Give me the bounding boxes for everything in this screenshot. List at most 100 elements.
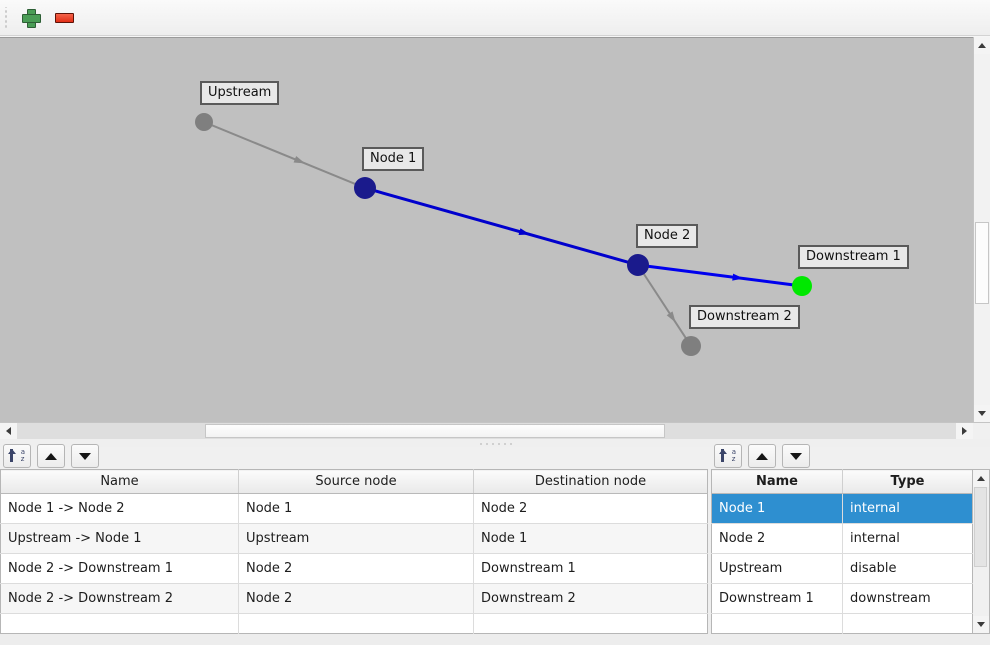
- graph-node-layer: [195, 113, 812, 356]
- edges-column-header-0[interactable]: Name: [0, 469, 239, 494]
- graph-node-downstream1[interactable]: [792, 276, 812, 296]
- edges-cell-name[interactable]: Upstream -> Node 1: [0, 523, 239, 554]
- canvas-horizontal-scrollbar[interactable]: [0, 422, 990, 439]
- graph-node-node2[interactable]: [627, 254, 649, 276]
- scroll-down-button[interactable]: [974, 405, 990, 422]
- graph-edge-node2-downstream1[interactable]: [647, 264, 794, 287]
- nodes-move-up-button[interactable]: [748, 444, 776, 468]
- scroll-up-button[interactable]: [974, 37, 990, 54]
- canvas-vertical-scrollbar[interactable]: [973, 37, 990, 422]
- nodes-empty-cell: [711, 613, 843, 634]
- nodes-cell-name[interactable]: Upstream: [711, 553, 843, 584]
- edges-column-header-1[interactable]: Source node: [238, 469, 474, 494]
- graph-edge-arrow-node1-node2: [518, 228, 531, 235]
- nodes-cell-type[interactable]: internal: [842, 493, 973, 524]
- splitter-grip: [478, 442, 512, 445]
- triangle-up-icon: [978, 43, 986, 48]
- scroll-right-button[interactable]: [956, 423, 973, 439]
- edges-cell-source-node[interactable]: Node 1: [238, 493, 474, 524]
- scroll-left-button[interactable]: [0, 423, 17, 439]
- edges-cell-source-node[interactable]: Node 2: [238, 583, 474, 614]
- nodes-move-down-button[interactable]: [782, 444, 810, 468]
- edges-cell-destination-node[interactable]: Node 1: [473, 523, 708, 554]
- pane-splitter[interactable]: [0, 439, 990, 447]
- graph-node-node1[interactable]: [354, 177, 376, 199]
- nodes-scroll-down-button[interactable]: [973, 616, 989, 633]
- nodes-cell-type[interactable]: disable: [842, 553, 973, 584]
- graph-node-label-node2[interactable]: Node 2: [636, 224, 699, 248]
- nodes-cell-name[interactable]: Node 2: [711, 523, 843, 554]
- edges-table-empty-row: [0, 613, 708, 634]
- edges-move-down-button[interactable]: [71, 444, 99, 468]
- edges-cell-name[interactable]: Node 2 -> Downstream 2: [0, 583, 239, 614]
- graph-edge-arrow-node2-downstream1: [732, 273, 744, 281]
- scrollbar-corner: [973, 423, 990, 439]
- nodes-table-vertical-scrollbar[interactable]: [973, 469, 990, 634]
- add-button[interactable]: [13, 3, 47, 33]
- graph-edge-arrow-node2-downstream2: [666, 311, 676, 323]
- triangle-up-icon: [45, 452, 57, 460]
- graph-node-label-node1[interactable]: Node 1: [362, 147, 425, 171]
- vertical-scroll-thumb[interactable]: [975, 222, 989, 304]
- remove-button[interactable]: [47, 3, 81, 33]
- graph-edge-node2-downstream2[interactable]: [642, 272, 687, 340]
- nodes-cell-name[interactable]: Downstream 1: [711, 583, 843, 614]
- triangle-down-icon: [977, 622, 985, 627]
- triangle-right-icon: [962, 427, 967, 435]
- edges-move-up-button[interactable]: [37, 444, 65, 468]
- edges-cell-name[interactable]: Node 1 -> Node 2: [0, 493, 239, 524]
- edges-cell-source-node[interactable]: Node 2: [238, 553, 474, 584]
- nodes-scroll-up-button[interactable]: [973, 470, 989, 487]
- main-toolbar: [0, 0, 990, 36]
- nodes-empty-cell: [843, 614, 973, 634]
- edges-empty-cell: [474, 614, 708, 634]
- edges-cell-source-node[interactable]: Upstream: [238, 523, 474, 554]
- nodes-column-header-0[interactable]: Name: [711, 469, 843, 494]
- horizontal-scroll-thumb[interactable]: [205, 424, 665, 438]
- graph-node-upstream[interactable]: [195, 113, 213, 131]
- edges-cell-destination-node[interactable]: Downstream 2: [473, 583, 708, 614]
- triangle-up-icon: [977, 476, 985, 481]
- nodes-column-header-1[interactable]: Type: [842, 469, 973, 494]
- graph-node-label-downstream1[interactable]: Downstream 1: [798, 245, 909, 269]
- nodes-cell-type[interactable]: internal: [842, 523, 973, 554]
- graph-node-label-upstream[interactable]: Upstream: [200, 81, 280, 105]
- toolbar-drag-grip[interactable]: [3, 6, 13, 29]
- triangle-left-icon: [6, 427, 11, 435]
- graph-edge-node1-node2[interactable]: [374, 189, 629, 264]
- graph-edge-upstream-node1[interactable]: [211, 124, 357, 186]
- nodes-cell-type[interactable]: downstream: [842, 583, 973, 614]
- edges-empty-cell: [238, 613, 474, 634]
- edges-cell-destination-node[interactable]: Downstream 1: [473, 553, 708, 584]
- graph-node-label-downstream2[interactable]: Downstream 2: [689, 305, 800, 329]
- graph-node-downstream2[interactable]: [681, 336, 701, 356]
- edges-cell-name[interactable]: Node 2 -> Downstream 1: [0, 553, 239, 584]
- nodes-cell-name[interactable]: Node 1: [711, 493, 843, 524]
- triangle-up-icon: [756, 452, 768, 460]
- edges-empty-cell: [0, 613, 239, 634]
- nodes-scroll-thumb[interactable]: [974, 487, 987, 567]
- edges-column-header-2[interactable]: Destination node: [473, 469, 708, 494]
- edges-cell-destination-node[interactable]: Node 2: [473, 493, 708, 524]
